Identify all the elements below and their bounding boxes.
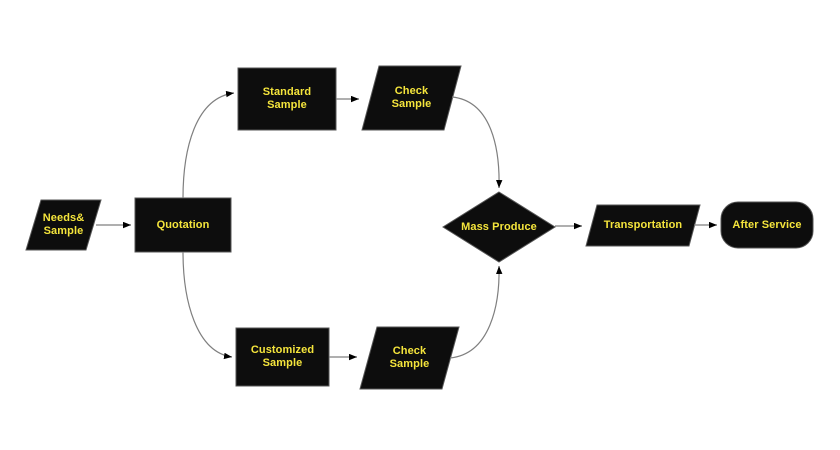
node-shape-check-sample-standard[interactable] — [361, 65, 462, 131]
node-shape-check-sample-customized[interactable] — [359, 326, 460, 390]
node-shape-after-service[interactable] — [720, 201, 814, 249]
edge-quotation-to-standard — [182, 90, 235, 199]
node-shape-standard-sample[interactable] — [237, 67, 337, 131]
edge-check-bottom-to-mass-produce — [449, 265, 503, 359]
connectors — [96, 90, 717, 361]
node-shape-transportation[interactable] — [585, 204, 701, 247]
node-shape-mass-produce[interactable] — [442, 191, 556, 263]
edge-check-top-to-mass-produce — [451, 96, 503, 189]
node-shape-customized-sample[interactable] — [235, 327, 330, 387]
node-shape-quotation[interactable] — [134, 197, 232, 253]
node-shapes — [25, 65, 814, 390]
edge-quotation-to-customized — [182, 251, 233, 360]
node-shape-needs-sample[interactable] — [25, 199, 102, 251]
